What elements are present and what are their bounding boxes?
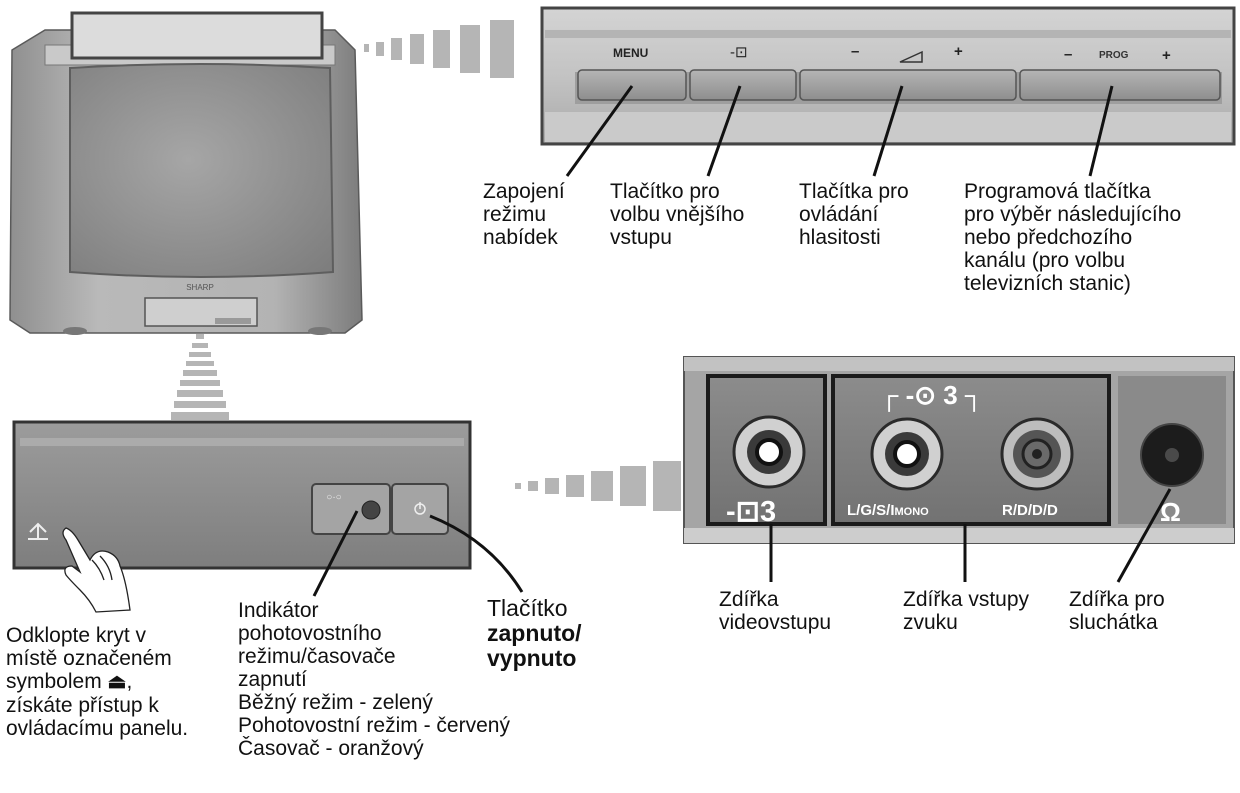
label-volume: Tlačítka pro ovládání hlasitosti bbox=[799, 180, 909, 249]
audio-left-label: L/G/S/IMONO bbox=[847, 502, 929, 519]
volume-icon bbox=[899, 50, 923, 63]
zoom-stripes-top bbox=[364, 20, 514, 78]
input-select-button[interactable] bbox=[689, 69, 797, 101]
jack-panel bbox=[683, 356, 1235, 544]
highlight-top-panel bbox=[70, 11, 324, 60]
cover-open-symbol bbox=[29, 522, 47, 538]
label-menu-mode: Zapojení režimu nabídek bbox=[483, 180, 565, 249]
label-cover: Odklopte kryt v místě označeném symbolem… bbox=[6, 624, 189, 740]
label-power-button: Tlačítko zapnuto/ vypnuto bbox=[487, 595, 582, 671]
audio-right-label: R/D/D/D bbox=[1002, 502, 1058, 519]
program-button[interactable] bbox=[1019, 69, 1221, 101]
prog-minus-label: – bbox=[1064, 46, 1073, 63]
audio-input-header: ┌ -⊙ 3 ┐ bbox=[880, 380, 984, 410]
tv-set: SHARP bbox=[9, 11, 363, 335]
zoom-stripes-down bbox=[171, 334, 229, 420]
label-program: Programová tlačítka pro výběr následujíc… bbox=[964, 180, 1182, 295]
label-audio-jack: Zdířka vstupy zvuku bbox=[903, 588, 1030, 634]
volume-minus-label: – bbox=[851, 43, 860, 60]
top-control-panel bbox=[540, 6, 1236, 146]
menu-label: MENU bbox=[613, 46, 649, 60]
tv-screen bbox=[69, 63, 335, 278]
svg-text:○·○: ○·○ bbox=[326, 492, 341, 503]
standby-indicator-led bbox=[361, 500, 381, 520]
label-input-select: Tlačítko pro volbu vnějšího vstupu bbox=[610, 180, 745, 249]
volume-button[interactable] bbox=[799, 69, 1017, 101]
label-headphone-jack: Zdířka pro sluchátka bbox=[1069, 588, 1165, 634]
video-jack-label: -⊡3 bbox=[726, 496, 777, 528]
front-cover-panel: ○·○ bbox=[12, 420, 472, 570]
prog-label: PROG bbox=[1099, 50, 1129, 61]
label-video-jack: Zdířka videovstupu bbox=[719, 588, 832, 634]
headphone-icon: Ω bbox=[1160, 497, 1181, 527]
volume-plus-label: + bbox=[954, 43, 963, 60]
input-select-glyph: -⊡ bbox=[730, 44, 748, 61]
label-indicator: Indikátor pohotovostního režimu/časovače… bbox=[238, 599, 510, 760]
leader-lines bbox=[312, 85, 1172, 597]
menu-button[interactable] bbox=[577, 69, 687, 101]
indicator-housing bbox=[311, 483, 391, 535]
zoom-stripes-right bbox=[515, 461, 681, 511]
prog-plus-label: + bbox=[1162, 47, 1171, 64]
hand-icon bbox=[62, 527, 131, 613]
svg-text:SHARP: SHARP bbox=[186, 283, 214, 292]
cover-open-icon: ⏏ bbox=[107, 671, 127, 693]
